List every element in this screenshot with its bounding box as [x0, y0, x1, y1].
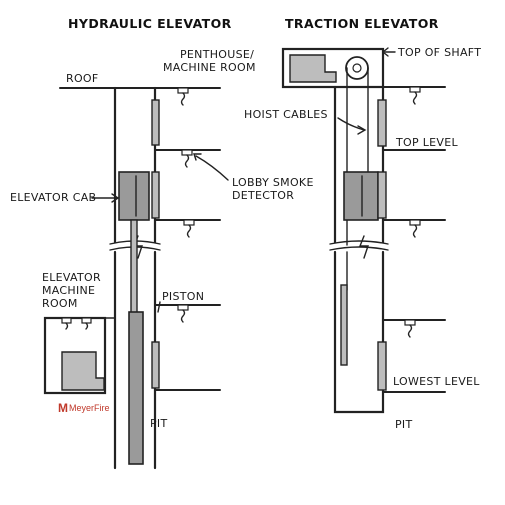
penthouse-machine-room [281, 47, 385, 89]
traction-machine [289, 54, 337, 83]
piston-label: PISTON [162, 290, 204, 303]
lobby-smoke-label-1: LOBBY SMOKE [232, 176, 314, 189]
top-level-label: TOP LEVEL [395, 136, 458, 149]
traction-break-line-bottom [329, 246, 389, 251]
roof-label: ROOF [66, 72, 99, 85]
piston-leader [157, 301, 161, 313]
hydraulic-plunger [130, 219, 138, 316]
logo-mark: M [58, 401, 68, 415]
hydraulic-door-2 [151, 171, 160, 219]
top-of-shaft-arrowhead [381, 47, 389, 57]
elevator-cab-label: ELEVATOR CAB [10, 191, 96, 204]
smoke-detector-icon [409, 86, 421, 105]
pit-label-left: PIT [150, 417, 168, 430]
lobby-smoke-leader [195, 155, 229, 181]
smoke-detector-icon [177, 304, 189, 323]
meyerfire-logo: M MeyerFire [58, 401, 110, 415]
traction-elevator: PENTHOUSE/ MACHINE ROOM TOP OF SHAFT HOI… [163, 46, 481, 431]
hydraulic-piston-cylinder [128, 311, 144, 465]
top-of-shaft-label: TOP OF SHAFT [397, 46, 481, 59]
hydraulic-title: HYDRAULIC ELEVATOR [68, 16, 232, 31]
hydraulic-door-4 [151, 341, 160, 389]
smoke-detector-icon [81, 317, 92, 330]
traction-door-4 [377, 341, 387, 391]
smoke-detector-icon [181, 149, 193, 168]
emr-label-1: ELEVATOR [42, 271, 101, 284]
pit-label-right: PIT [395, 418, 413, 431]
smoke-detector-icon [177, 87, 189, 106]
traction-shaft-lower [333, 250, 385, 414]
hoist-cables-arrowhead [357, 125, 367, 135]
logo-text: MeyerFire [69, 403, 110, 413]
lobby-smoke-label-2: DETECTOR [232, 189, 294, 202]
hydraulic-door-1 [151, 99, 160, 146]
elevator-cab-arrowhead [111, 193, 120, 203]
smoke-detector-icon [183, 219, 195, 238]
penthouse-label-2: MACHINE ROOM [163, 61, 256, 74]
traction-title: TRACTION ELEVATOR [285, 16, 439, 31]
hydraulic-pump-unit [61, 351, 105, 391]
hoist-cables-leader [337, 117, 365, 131]
lobby-smoke-arrowhead [193, 153, 202, 161]
smoke-detector-icon [404, 319, 416, 338]
hydraulic-elevator-cab [118, 171, 150, 221]
traction-door-2 [377, 171, 387, 219]
smoke-detector-icon [409, 219, 421, 238]
sheave-hub [352, 63, 362, 73]
hoist-cables-label: HOIST CABLES [244, 108, 328, 121]
hydraulic-elevator: ROOF ELEVATOR CAB LOBBY SMOKE DETECTOR E… [10, 72, 314, 470]
traction-break-line-top [329, 240, 389, 245]
emr-label-3: ROOM [42, 297, 78, 310]
smoke-detector-icon [61, 317, 72, 330]
counterweight [340, 284, 348, 366]
traction-door-1 [377, 99, 387, 147]
traction-elevator-cab [343, 171, 379, 221]
emr-label-2: MACHINE [42, 284, 95, 297]
penthouse-label-1: PENTHOUSE/ [180, 48, 254, 61]
lowest-level-label: LOWEST LEVEL [393, 375, 480, 388]
traction-break-zigzag [358, 235, 369, 259]
